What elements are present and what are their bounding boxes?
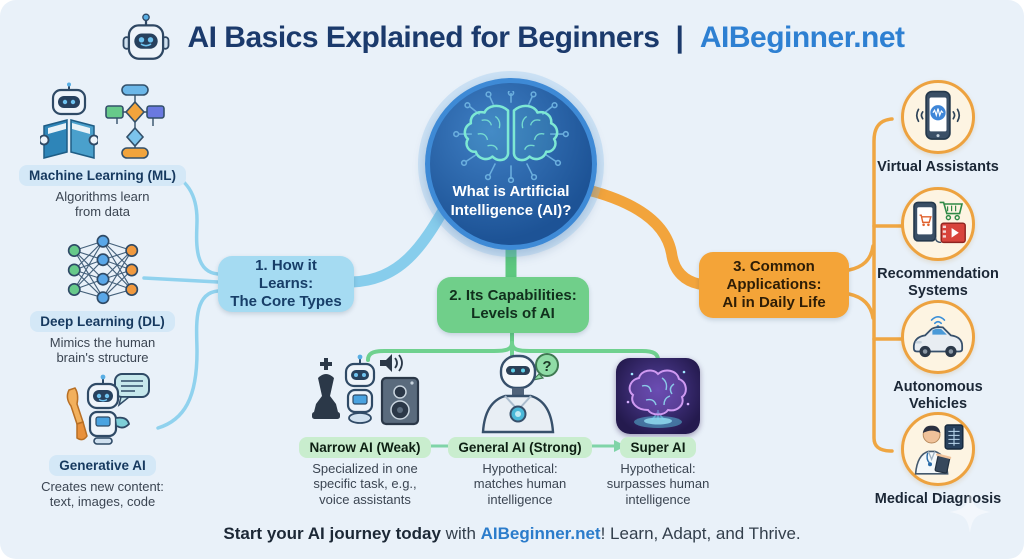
title-separator: | [675, 21, 684, 54]
application-label: Virtual Assistants [877, 159, 999, 175]
sparkle-icon [948, 490, 992, 534]
application-label: Recommendation Systems [877, 266, 999, 299]
core-type-description: Creates new content: text, images, code [41, 479, 164, 510]
core-type-label: Deep Learning (DL) [30, 311, 175, 332]
doctor-xray-icon [901, 412, 975, 486]
ai-level-label: General AI (Strong) [448, 437, 592, 458]
brain-circuit-icon [452, 91, 570, 183]
core-type-generative-ai: Generative AI Creates new content: text,… [0, 372, 205, 510]
application-recommendation-systems: Recommendation Systems [862, 187, 1014, 299]
brand-name: AIBeginner.net [699, 21, 905, 54]
central-question-text: What is Artificial Intelligence (AI)? [450, 183, 572, 219]
core-type-deep-learning: Deep Learning (DL) Mimics the human brai… [0, 228, 205, 366]
robot-icon [119, 11, 173, 65]
footer-cta: Start your AI journey today [223, 524, 441, 543]
branch-box-capabilities: 2. Its Capabilities: Levels of AI [437, 277, 589, 333]
application-medical-diagnosis: Medical Diagnosis [862, 412, 1014, 508]
application-label: Medical Diagnosis [874, 491, 1002, 507]
core-type-label: Generative AI [49, 455, 156, 476]
ai-level-super: Super AI Hypothetical: surpasses human i… [578, 350, 738, 507]
header: AI Basics Explained for Beginners | AIBe… [0, 6, 1024, 70]
branch-box-applications: 3. Common Applications: AI in Daily Life [699, 252, 849, 318]
application-autonomous-vehicles: Autonomous Vehicles [862, 300, 1014, 412]
ai-level-narrow: Narrow AI (Weak) Specialized in one spec… [285, 350, 445, 507]
ai-level-description: Hypothetical: surpasses human intelligen… [606, 461, 710, 507]
ai-level-description: Hypothetical: matches human intelligence [473, 461, 567, 507]
branch-box-how-it-learns: 1. How it Learns: The Core Types [218, 256, 354, 312]
holographic-brain-icon [616, 350, 700, 434]
core-type-description: Mimics the human brain's structure [49, 335, 156, 366]
humanoid-robot-question-icon: ? [475, 350, 565, 434]
footer-tagline: Start your AI journey today with AIBegin… [0, 524, 1024, 544]
central-question-node: What is Artificial Intelligence (AI)? [425, 78, 597, 250]
robot-painter-icon [53, 372, 153, 452]
footer-text-end: ! Learn, Adapt, and Thrive. [600, 524, 801, 543]
core-type-machine-learning: Machine Learning (ML) Algorithms learn f… [0, 78, 205, 220]
ai-level-label: Super AI [620, 437, 696, 458]
shopping-media-icon [901, 187, 975, 261]
ai-level-general: ? General AI (Strong) Hypothetical: matc… [440, 350, 600, 507]
ai-level-label: Narrow AI (Weak) [299, 437, 431, 458]
footer-text: with [440, 524, 481, 543]
core-type-description: Algorithms learn from data [55, 189, 150, 220]
phone-voice-icon [901, 80, 975, 154]
ai-level-description: Specialized in one specific task, e.g., … [312, 461, 418, 507]
chess-robot-speaker-icon [304, 350, 426, 434]
svg-text:?: ? [542, 358, 551, 375]
robot-reading-and-flowchart-icon [39, 78, 166, 162]
smart-car-icon [901, 300, 975, 374]
footer-brand-link: AIBeginner.net [480, 524, 601, 543]
application-virtual-assistants: Virtual Assistants [862, 80, 1014, 176]
application-label: Autonomous Vehicles [893, 379, 983, 412]
core-type-label: Machine Learning (ML) [18, 165, 186, 186]
page-title: AI Basics Explained for Beginners [187, 21, 660, 54]
neural-network-icon [64, 228, 142, 308]
